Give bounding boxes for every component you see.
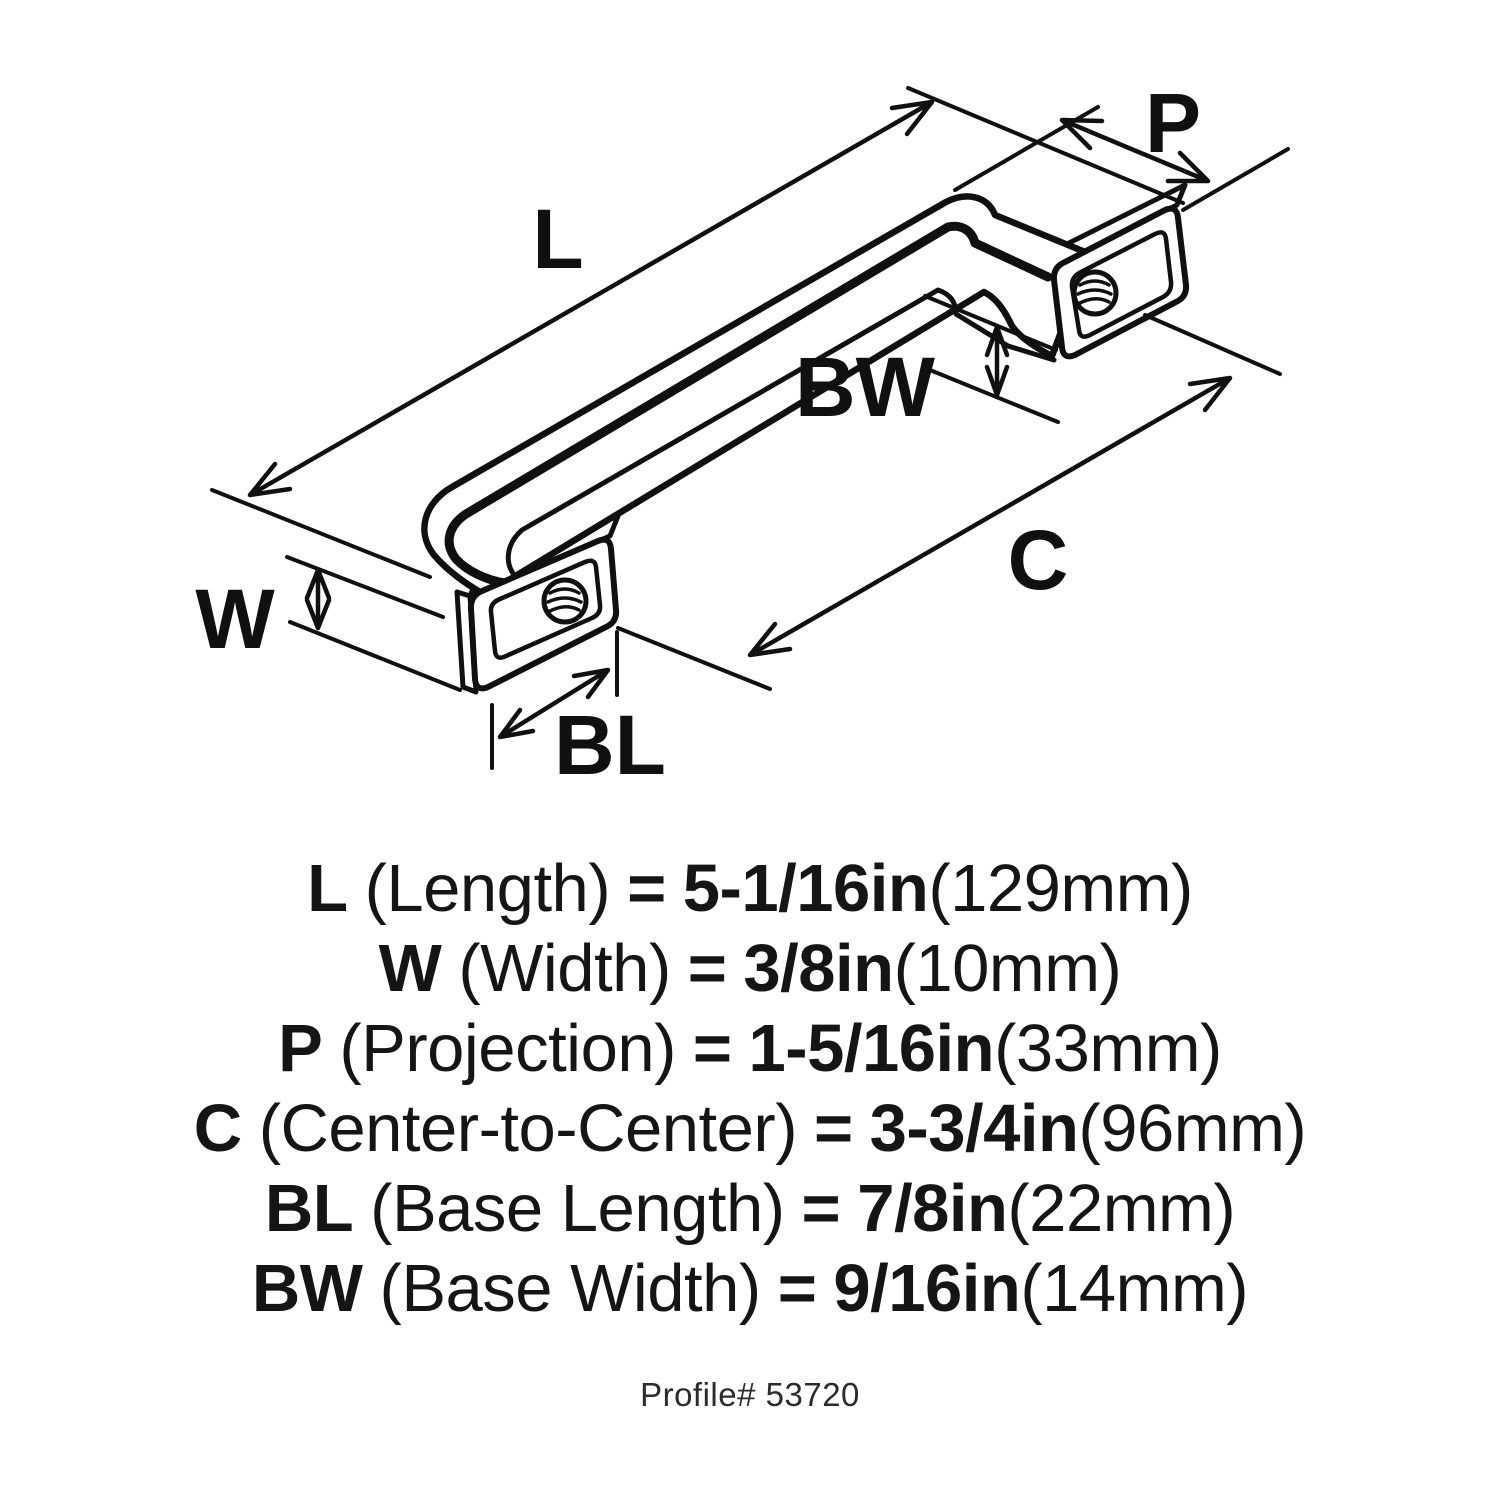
equals-sign: =	[814, 1090, 853, 1166]
spec-value: 3/8in	[743, 930, 894, 1006]
equals-sign: =	[627, 850, 666, 926]
dimension-P	[953, 105, 1290, 212]
spec-name: (Length)	[364, 850, 611, 926]
spec-name: (Base Width)	[379, 1250, 762, 1326]
l-extension-line-sw	[210, 488, 432, 579]
handle-edge-line-top-front	[444, 221, 1053, 588]
label-P: P	[1145, 76, 1201, 170]
label-BL: BL	[554, 698, 666, 792]
spec-metric: (96mm)	[1078, 1090, 1307, 1166]
label-L: L	[532, 192, 583, 286]
dimension-W	[285, 555, 462, 692]
spec-value: 1-5/16in	[748, 1010, 995, 1086]
equals-sign: =	[777, 1250, 817, 1326]
spec-list: L (Length) = 5-1/16in (129mm) W (Width) …	[0, 848, 1500, 1414]
spec-name: (Width)	[458, 930, 671, 1006]
bw-dimension-arrow	[984, 324, 1010, 398]
dimension-BW	[923, 294, 1060, 424]
p-extension-line-se	[1181, 147, 1290, 212]
p-dimension-arrow	[1059, 117, 1211, 184]
spec-code: L	[307, 850, 348, 926]
spec-metric: (33mm)	[994, 1010, 1222, 1086]
spec-name: (Center-to-Center)	[258, 1090, 798, 1166]
spec-row-length: L (Length) = 5-1/16in (129mm)	[0, 848, 1500, 928]
spec-code: BW	[251, 1250, 363, 1326]
l-dimension-arrow	[247, 99, 935, 498]
spec-value: 9/16in	[833, 1250, 1021, 1326]
label-W: W	[195, 572, 275, 666]
w-extension-line-bottom	[288, 620, 462, 692]
spec-row-base-width: BW (Base Width) = 9/16in (14mm)	[0, 1248, 1500, 1328]
spec-code: BL	[264, 1170, 354, 1246]
spec-value: 7/8in	[857, 1170, 1008, 1246]
c-extension-line-ne	[1143, 313, 1282, 376]
right-screw-hole-threads	[1076, 279, 1113, 305]
c-dimension-arrow	[747, 375, 1233, 658]
spec-row-base-length: BL (Base Length) = 7/8in (22mm)	[0, 1168, 1500, 1248]
w-dimension-arrow	[304, 567, 332, 631]
bw-extension-line-bottom	[923, 366, 1060, 424]
equals-sign: =	[801, 1170, 841, 1246]
profile-number: Profile# 53720	[640, 1376, 860, 1413]
spec-name: (Base Length)	[370, 1170, 785, 1246]
l-extension-line-ne	[906, 86, 1185, 205]
left-screw-hole-threads	[546, 587, 583, 613]
handle-silhouette	[421, 193, 1094, 603]
spec-value: 3-3/4in	[869, 1090, 1079, 1166]
label-C: C	[1008, 513, 1069, 607]
spec-metric: (129mm)	[928, 850, 1193, 926]
right-base	[1050, 205, 1190, 360]
spec-name: (Projection)	[339, 1010, 676, 1086]
spec-row-projection: P (Projection) = 1-5/16in (33mm)	[0, 1008, 1500, 1088]
spec-metric: (10mm)	[893, 930, 1122, 1006]
dimension-L	[210, 86, 1185, 579]
pull-dimension-diagram: L P W BW C BL	[195, 76, 1290, 792]
c-extension-line-sw	[616, 626, 772, 691]
bw-extension-line-top	[923, 294, 1058, 352]
spec-value: 5-1/16in	[682, 850, 929, 926]
spec-row-width: W (Width) = 3/8in (10mm)	[0, 928, 1500, 1008]
equals-sign: =	[687, 930, 727, 1006]
bl-dimension-arrow	[497, 667, 611, 740]
spec-code: P	[278, 1010, 323, 1086]
left-base	[467, 536, 620, 692]
spec-code: C	[193, 1090, 242, 1166]
dimension-C	[616, 313, 1282, 691]
w-extension-line-top	[285, 555, 445, 619]
dimension-BL	[490, 630, 619, 770]
spec-row-center-to-center: C (Center-to-Center) = 3-3/4in (96mm)	[0, 1088, 1500, 1168]
equals-sign: =	[692, 1010, 732, 1086]
label-BW: BW	[795, 340, 936, 434]
spec-metric: (14mm)	[1020, 1250, 1249, 1326]
spec-code: W	[378, 930, 442, 1006]
spec-metric: (22mm)	[1007, 1170, 1236, 1246]
